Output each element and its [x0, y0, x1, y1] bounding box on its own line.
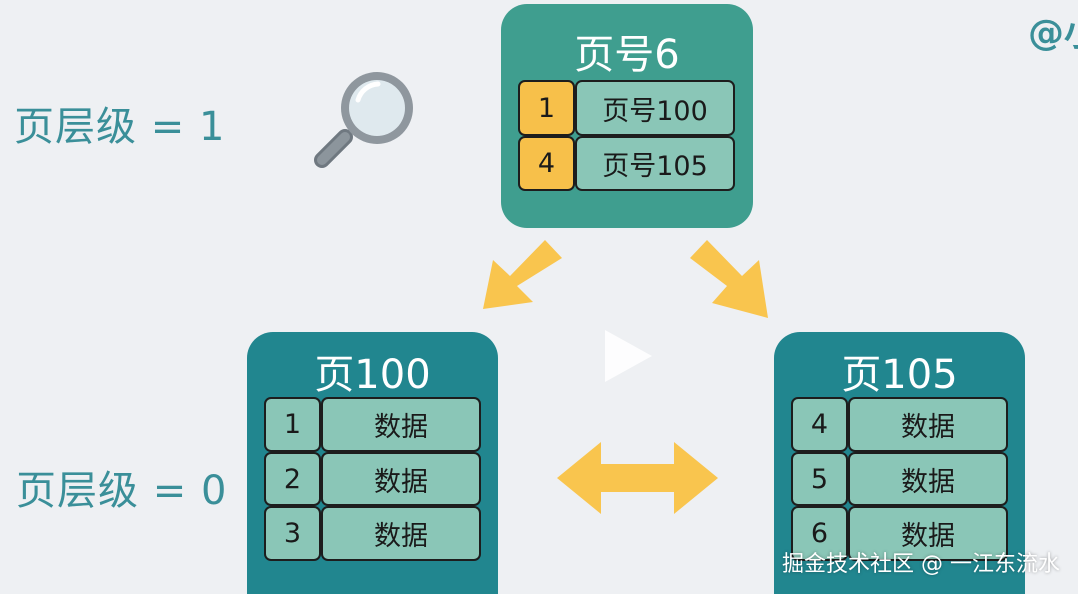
leaf-data-cell: 数据 [848, 397, 1008, 452]
leaf-key-cell: 2 [264, 452, 321, 506]
leaf-key-cell: 5 [791, 452, 848, 506]
leaf-data-cell: 数据 [321, 397, 481, 452]
leaf-key-cell: 3 [264, 506, 321, 561]
corner-watermark: @小 [1028, 13, 1078, 54]
level-label-0: 页层级 = 0 [16, 468, 228, 514]
left-leaf-card: 页100 1 数据 2 数据 3 数据 [247, 332, 498, 594]
leaf-key-cell: 4 [791, 397, 848, 452]
double-arrow-icon [557, 442, 718, 514]
magnifier-icon [314, 72, 413, 168]
root-pointer-cell: 页号105 [575, 136, 735, 191]
watermark-text: 掘金技术社区 @ 一江东流水 [782, 552, 1060, 577]
left-leaf-title: 页100 [314, 352, 431, 398]
root-page-card: 页号6 1 页号100 4 页号105 [501, 4, 753, 228]
arrow-down-right-icon [690, 240, 768, 318]
leaf-data-cell: 数据 [848, 452, 1008, 506]
right-leaf-title: 页105 [841, 352, 958, 398]
leaf-key-cell: 6 [791, 506, 848, 561]
level-label-1: 页层级 = 1 [14, 104, 226, 150]
leaf-data-cell: 数据 [848, 506, 1008, 561]
root-key-cell: 4 [518, 136, 575, 191]
leaf-data-cell: 数据 [321, 506, 481, 561]
arrow-down-left-icon [483, 240, 562, 309]
root-key-cell: 1 [518, 80, 575, 136]
leaf-key-cell: 1 [264, 397, 321, 452]
right-leaf-card: 页105 4 数据 5 数据 6 数据 [774, 332, 1025, 594]
leaf-data-cell: 数据 [321, 452, 481, 506]
play-icon [605, 330, 652, 382]
root-pointer-cell: 页号100 [575, 80, 735, 136]
root-page-title: 页号6 [574, 32, 680, 78]
